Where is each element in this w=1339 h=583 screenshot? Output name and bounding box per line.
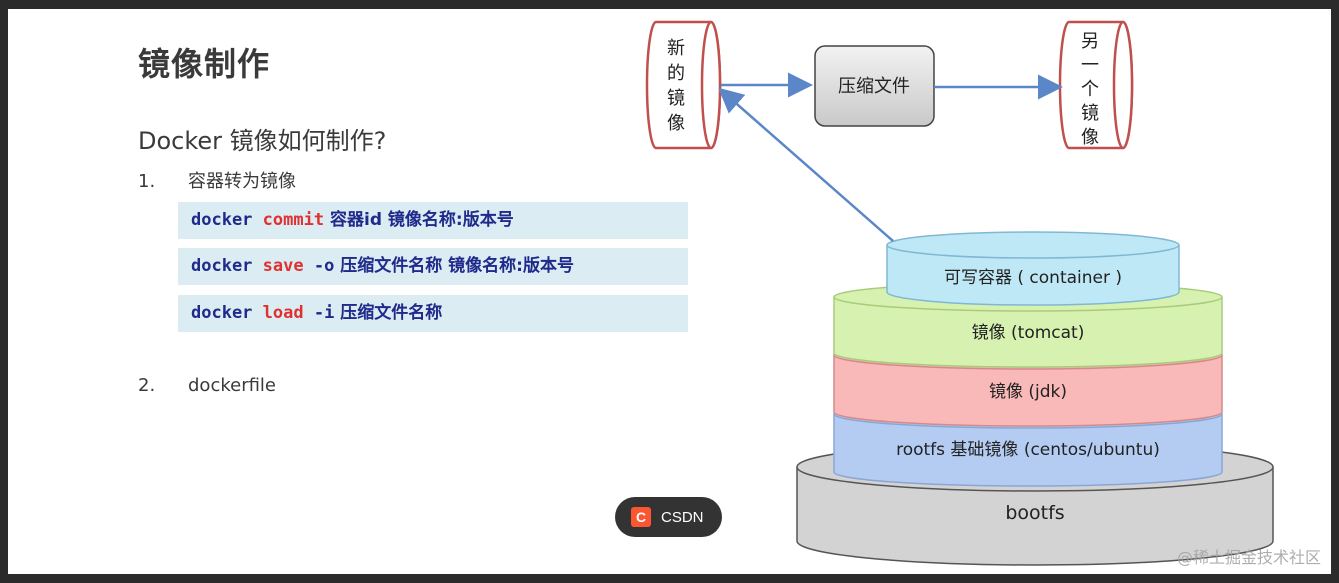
subtitle: Docker 镜像如何制作? (138, 127, 387, 155)
csdn-badge[interactable]: C CSDN (615, 497, 722, 537)
another-image-char: 一 (1081, 55, 1099, 76)
tomcat-label: 镜像 (tomcat) (972, 323, 1085, 343)
another-image-char: 像 (1081, 127, 1099, 148)
list-number: 2. (138, 375, 156, 396)
new-image-char: 新 (667, 38, 685, 59)
bootfs-side (796, 467, 1274, 566)
docker-layers-diagram: bootfs rootfs 基础镜像 (centos/ubuntu) 镜像 (j… (645, 20, 1274, 566)
container-side (886, 245, 1180, 306)
code-flag: -o (303, 256, 335, 276)
list-item-1: 1. 容器转为镜像 (138, 167, 296, 193)
csdn-label: CSDN (661, 508, 704, 526)
jdk-side (833, 355, 1223, 427)
container-label: 可写容器 ( container ) (944, 268, 1122, 288)
another-image-char: 镜 (1081, 103, 1099, 124)
another-image-char: 个 (1081, 79, 1099, 100)
code-save: docker save -o 压缩文件名称 镜像名称:版本号 (178, 248, 688, 285)
code-subcommand: save (262, 256, 304, 276)
bootfs-label: bootfs (1005, 502, 1064, 524)
code-args: 容器id 镜像名称:版本号 (324, 210, 514, 230)
rootfs-side (833, 414, 1223, 487)
code-args: 压缩文件名称 镜像名称:版本号 (334, 256, 574, 276)
jdk-label: 镜像 (jdk) (989, 382, 1067, 402)
new-image-cylinder: 新 的 镜 像 (645, 20, 722, 150)
compressed-file-box: 压缩文件 (814, 45, 935, 127)
another-image-char: 另 (1081, 31, 1099, 52)
code-subcommand: commit (262, 210, 325, 230)
csdn-logo-icon: C (631, 507, 651, 527)
container-layer: 可写容器 ( container ) (886, 231, 1180, 306)
code-command: docker (191, 303, 253, 323)
code-command: docker (191, 256, 253, 276)
watermark: @稀土掘金技术社区 (1176, 548, 1321, 567)
code-args: 压缩文件名称 (334, 303, 443, 323)
list-number: 1. (138, 171, 156, 192)
tomcat-side (833, 297, 1223, 368)
list-item-2: 2. dockerfile (138, 375, 276, 396)
rootfs-label: rootfs 基础镜像 (centos/ubuntu) (896, 440, 1160, 460)
code-load: docker load -i 压缩文件名称 (178, 295, 688, 332)
arrow-container-to-new-image (718, 87, 894, 242)
page-title: 镜像制作 (138, 45, 271, 83)
list-text: dockerfile (188, 375, 277, 396)
new-image-char: 镜 (667, 88, 685, 109)
slide: 镜像制作 Docker 镜像如何制作? 1. 容器转为镜像 docker comm… (8, 9, 1331, 574)
another-image-cylinder: 另 一 个 镜 像 (1058, 20, 1134, 150)
compressed-file-label: 压缩文件 (838, 76, 910, 97)
code-commit: docker commit 容器id 镜像名称:版本号 (178, 202, 688, 239)
code-flag: -i (303, 303, 335, 323)
new-image-char: 像 (667, 113, 685, 134)
list-text: 容器转为镜像 (188, 171, 296, 192)
code-subcommand: load (262, 303, 304, 323)
new-image-char: 的 (667, 63, 685, 84)
code-command: docker (191, 210, 253, 230)
container-top (886, 231, 1180, 259)
